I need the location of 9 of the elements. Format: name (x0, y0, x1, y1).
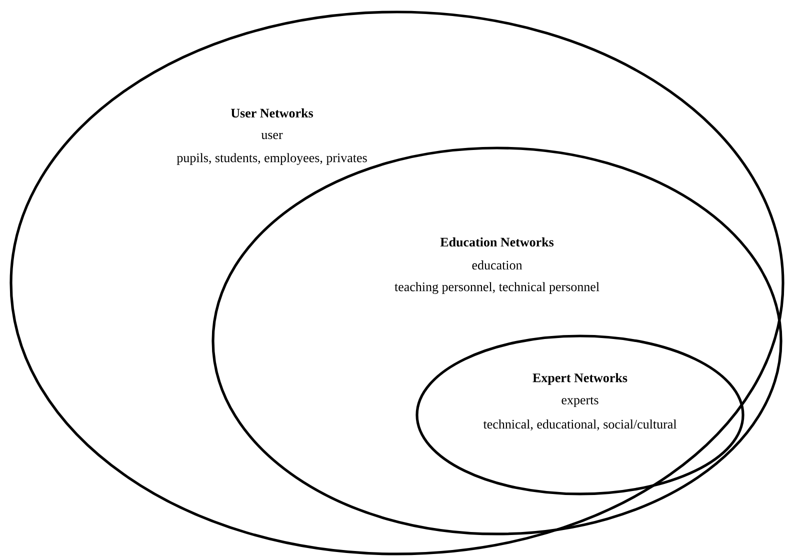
label: technical, educational, social/cultural (483, 419, 677, 430)
label: experts (562, 396, 598, 408)
label: user (261, 132, 283, 140)
heading: Education Networks (440, 237, 554, 247)
label: teaching personnel, technical personnel (394, 282, 600, 294)
heading: User Networks (231, 108, 314, 118)
heading: Expert Networks (532, 373, 628, 385)
label: pupils, students, employees, privates (176, 153, 367, 165)
label: education (472, 260, 522, 270)
